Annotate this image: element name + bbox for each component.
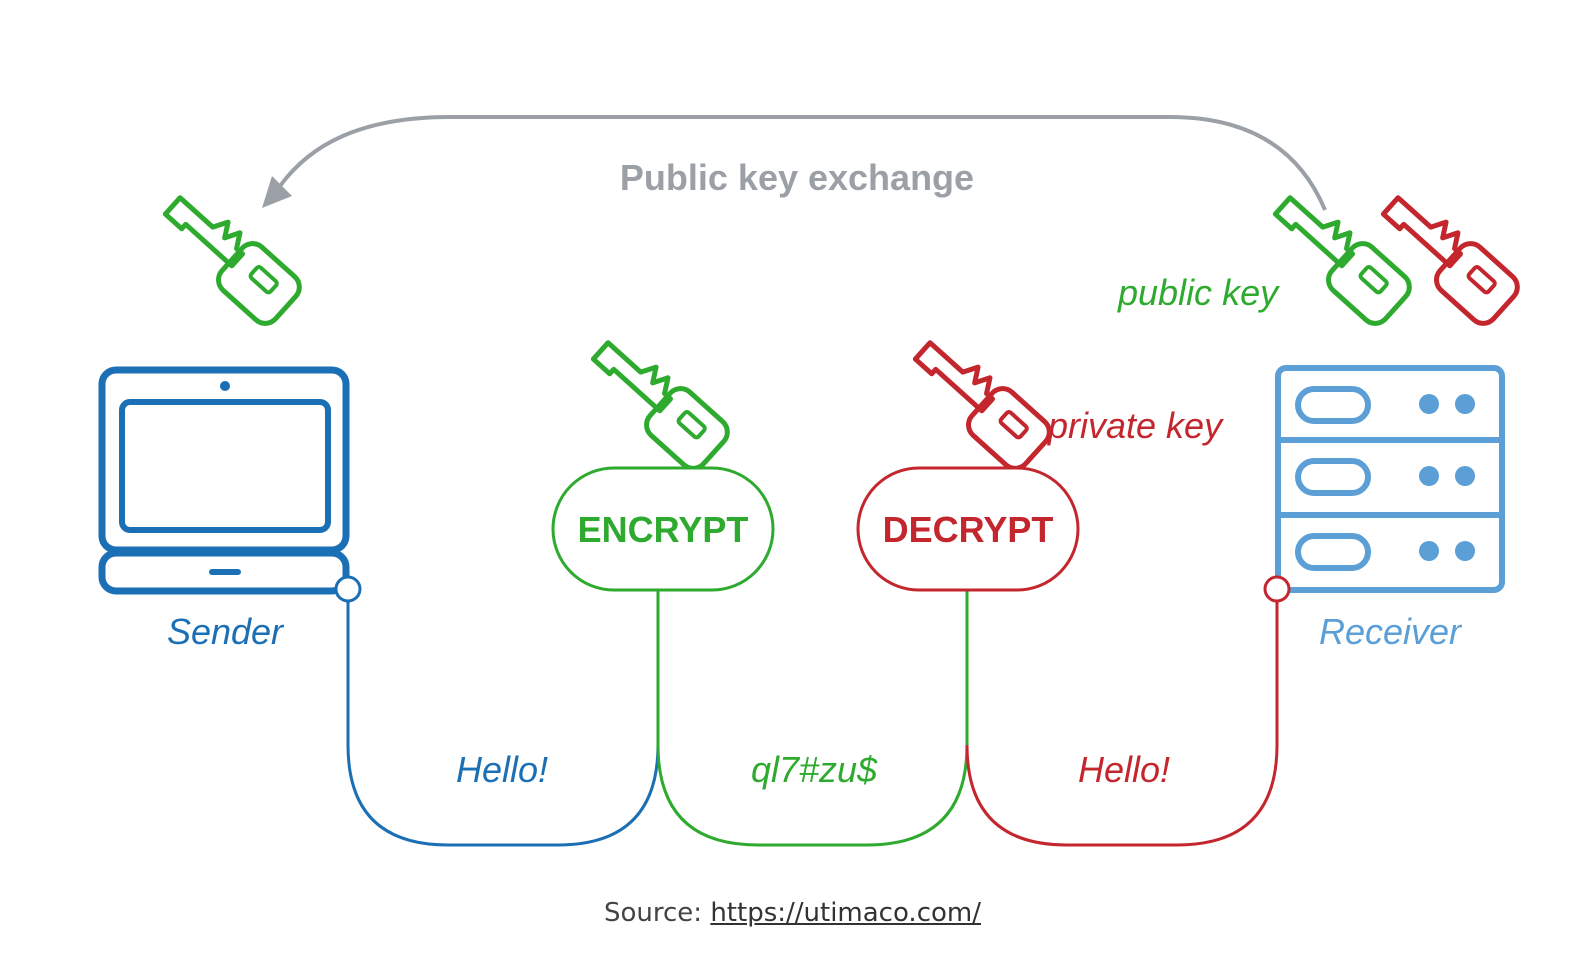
source-link[interactable]: https://utimaco.com/ <box>710 898 981 928</box>
sender-label: Sender <box>167 611 285 652</box>
encrypt-box <box>551 466 775 592</box>
encrypt-label: ENCRYPT <box>578 509 749 550</box>
decrypt-key-icon <box>903 329 1055 474</box>
source-caption: Source: https://utimaco.com/ <box>0 898 1585 928</box>
exchange-arrow-path <box>278 115 1327 211</box>
ciphertext-message: ql7#zu$ <box>751 749 878 790</box>
laptop-icon <box>98 366 350 595</box>
receiver-connector <box>1263 575 1291 603</box>
sender-connector <box>334 575 362 603</box>
plaintext-out-line <box>346 600 660 847</box>
public-key-label: public key <box>1117 272 1280 313</box>
encrypt-key-icon <box>581 329 733 474</box>
plaintext-in-line <box>965 600 1279 847</box>
decrypt-label: DECRYPT <box>883 509 1054 550</box>
ciphertext-line <box>656 590 969 847</box>
exchange-label: Public key exchange <box>620 157 974 198</box>
plaintext-out-message: Hello! <box>456 749 548 790</box>
decrypt-box <box>856 466 1080 592</box>
server-icon <box>1275 365 1505 593</box>
plaintext-in-message: Hello! <box>1078 749 1170 790</box>
receiver-label: Receiver <box>1319 611 1463 652</box>
private-key-label: private key <box>1047 405 1224 446</box>
exchange-arrowhead-icon <box>262 176 292 208</box>
source-prefix: Source: <box>604 898 703 928</box>
sender-public-key-icon <box>153 184 305 329</box>
